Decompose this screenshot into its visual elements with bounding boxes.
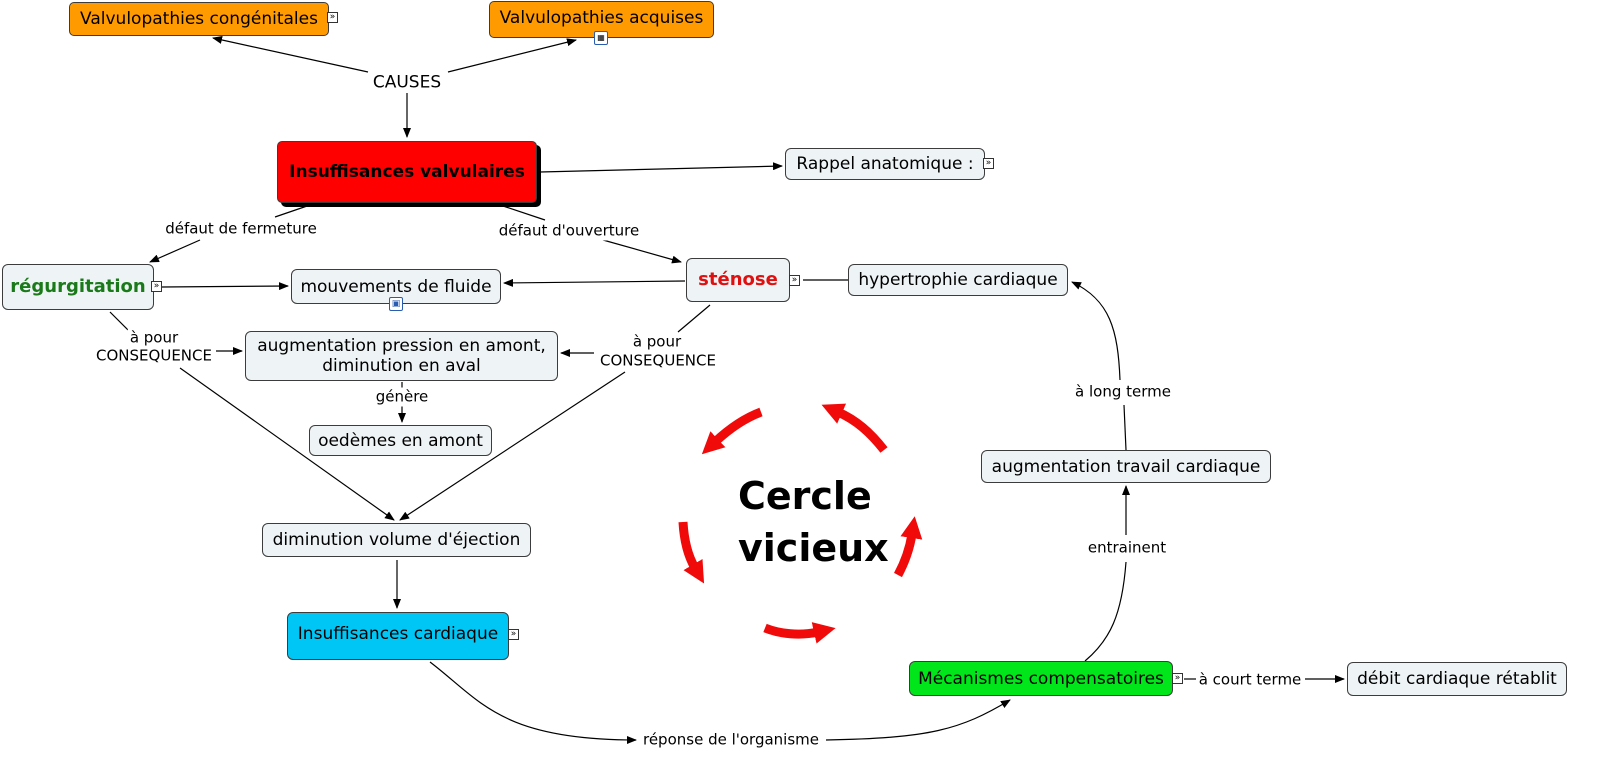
circle-arrow-right [894, 516, 923, 578]
expand-icon[interactable]: » [1172, 673, 1183, 684]
node-augmentation-travail[interactable]: augmentation travail cardiaque [981, 450, 1271, 483]
node-stenose[interactable]: sténose [686, 258, 790, 302]
circle-arrow-bottom [763, 622, 836, 644]
link-insuffcard-reponse [429, 661, 637, 744]
link-causes-acquises [447, 38, 577, 73]
link-regurg-mouvements [161, 282, 289, 291]
label-court-terme: à court terme [1196, 670, 1304, 690]
causes-label: CAUSES [370, 72, 444, 93]
node-valvulopathies-congenitales[interactable]: Valvulopathies congénitales [69, 2, 329, 36]
link-mecanismes-entrainent [1084, 561, 1127, 662]
label-consequence-2: CONSEQUENCE [598, 351, 718, 371]
label-reponse-organisme: réponse de l'organisme [640, 730, 822, 750]
node-insuffisances-cardiaque[interactable]: Insuffisances cardiaque [287, 612, 509, 660]
label-genere: génère [373, 387, 431, 407]
link-longterme-hypertrophie [1071, 281, 1121, 381]
node-oedemes-amont[interactable]: oedèmes en amont [309, 425, 492, 456]
circle-arrow-top-left [701, 407, 763, 455]
link-travail-longterme [1123, 404, 1127, 451]
node-rappel-anatomique[interactable]: Rappel anatomique : [785, 148, 985, 180]
link-stenose-mouvements [503, 278, 686, 287]
link-apour1-diminution [179, 367, 395, 521]
expand-icon[interactable]: » [151, 281, 162, 292]
node-regurgitation[interactable]: régurgitation [2, 264, 154, 310]
node-insuffisances-valvulaires[interactable]: Insuffisances valvulaires [277, 141, 537, 203]
link-ouverture-stenose [602, 239, 682, 264]
link-apour2-diminution [399, 371, 626, 521]
label-defaut-ouverture: défaut d'ouverture [496, 221, 642, 241]
node-hypertrophie-cardiaque[interactable]: hypertrophie cardiaque [848, 264, 1068, 296]
submap-icon[interactable]: ▦ [594, 31, 608, 45]
label-a-pour-1: à pour [127, 328, 181, 348]
expand-icon[interactable]: » [789, 275, 800, 286]
node-mecanismes-compensatoires[interactable]: Mécanismes compensatoires [909, 661, 1173, 696]
link-reponse-mecanismes [825, 699, 1011, 741]
label-defaut-fermeture: défaut de fermeture [163, 219, 319, 239]
node-diminution-volume[interactable]: diminution volume d'éjection [262, 523, 531, 557]
link-insuff-rappel [539, 162, 783, 173]
expand-icon[interactable]: » [327, 12, 338, 23]
link-insuff-fermeture [274, 204, 311, 218]
link-causes-congenitales [212, 36, 369, 73]
cercle-line-1: Cercle [738, 474, 872, 518]
label-entrainent: entrainent [1085, 538, 1169, 558]
node-debit-cardiaque[interactable]: débit cardiaque rétablit [1347, 662, 1567, 696]
circle-arrow-top-right [821, 403, 888, 453]
label-a-pour-2: à pour [630, 332, 684, 352]
expand-icon[interactable]: » [983, 158, 994, 169]
link-stenose-apour [677, 304, 711, 333]
expand-icon[interactable]: » [508, 629, 519, 640]
link-fermeture-regurgitation [149, 239, 201, 263]
cercle-vicieux-title: Cercle vicieux [738, 470, 938, 574]
link-regurg-apour [109, 311, 129, 331]
label-long-terme: à long terme [1073, 382, 1173, 402]
vicious-circle-arrows [678, 403, 923, 644]
image-icon[interactable]: ▣ [389, 297, 403, 311]
circle-arrow-left [678, 521, 705, 584]
node-augmentation-pression[interactable]: augmentation pression en amont, diminuti… [245, 331, 558, 381]
link-insuff-ouverture [499, 204, 546, 221]
cercle-line-2: vicieux [738, 526, 889, 570]
label-consequence-1: CONSEQUENCE [94, 346, 214, 366]
